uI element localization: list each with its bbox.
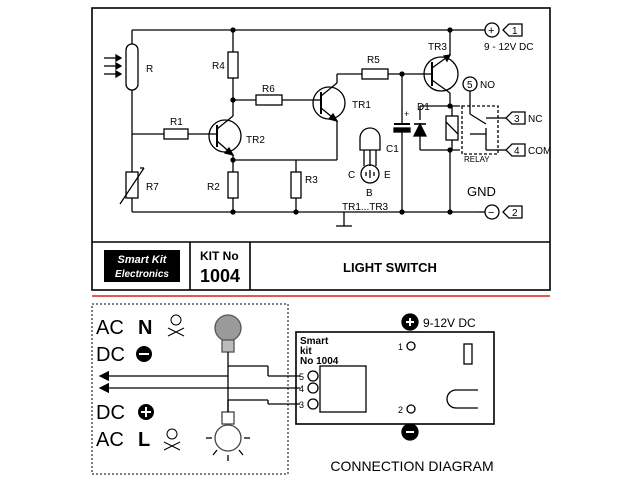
label-tr1: TR1	[352, 100, 371, 111]
label-tr2: TR2	[246, 135, 265, 146]
resistor-r3	[233, 159, 302, 212]
kit-number: 1004	[200, 266, 240, 286]
hazard-skull-icon-2	[163, 428, 181, 451]
terminal-3-label: NC	[528, 114, 542, 125]
label-r7: R7	[146, 182, 159, 193]
terminal-4-label: COM	[528, 146, 551, 157]
resistor-r6	[233, 94, 312, 106]
terminal-2-sign: −	[488, 207, 494, 219]
board-line3: No 1004	[300, 356, 339, 367]
transistor-tr1	[296, 74, 346, 161]
label-r6: R6	[262, 84, 275, 95]
ac-l-label: AC	[96, 429, 124, 451]
resistor-r5	[337, 68, 418, 80]
terminal-2-num: 2	[512, 208, 518, 219]
logo-top-text: Smart Kit	[118, 254, 168, 266]
terminal-5-num: 5	[467, 80, 473, 91]
pin-1: 1	[398, 342, 403, 352]
diode-d1	[412, 105, 460, 151]
ac-l-symbol: L	[138, 429, 150, 451]
label-r: R	[146, 64, 153, 75]
transistor-tr3	[418, 30, 459, 106]
dc-minus-label: DC	[96, 344, 125, 366]
resistor-r1	[132, 128, 206, 140]
label-tr3: TR3	[428, 42, 447, 53]
pin-2: 2	[398, 405, 403, 415]
terminal-4-num: 4	[514, 146, 520, 157]
label-c1-plus: +	[404, 109, 409, 119]
pin-3: 3	[299, 400, 304, 410]
connection-caption: CONNECTION DIAGRAM	[330, 458, 493, 474]
board-line1: Smart	[300, 336, 329, 347]
ldr-r	[104, 30, 139, 134]
terminal-1-sign: +	[488, 25, 494, 37]
terminal-1-label: 9 - 12V DC	[484, 42, 533, 53]
kit-label: KIT No	[200, 249, 239, 263]
label-r5: R5	[367, 55, 380, 66]
dc-plus-label: DC	[96, 402, 125, 424]
ac-n-symbol: N	[138, 317, 152, 339]
label-r1: R1	[170, 117, 183, 128]
terminal-5-label: NO	[480, 80, 495, 91]
pin-4: 4	[299, 384, 304, 394]
smart-kit-logo: Smart Kit Electronics	[104, 250, 180, 282]
supply-label: 9-12V DC	[423, 316, 476, 330]
schematic	[91, 7, 551, 291]
logo-bottom-text: Electronics	[115, 269, 169, 280]
label-r4: R4	[212, 61, 225, 72]
terminal-2-label: GND	[467, 184, 496, 199]
pinout-range: TR1...TR3	[342, 202, 389, 213]
relay-contacts	[461, 96, 500, 155]
dc-minus-symbol	[136, 346, 152, 362]
pinout-b: B	[366, 188, 373, 199]
lamp-top	[214, 314, 242, 353]
transistor-tr2	[206, 100, 242, 172]
label-relay: RELAY	[464, 155, 490, 164]
pinout-e: E	[384, 170, 391, 181]
transistor-pinout	[359, 127, 381, 184]
pin-5: 5	[299, 372, 304, 382]
label-r2: R2	[207, 182, 220, 193]
lamp-bottom	[206, 411, 250, 461]
pinout-c: C	[348, 170, 355, 181]
terminal-2	[484, 204, 523, 220]
hazard-skull-icon	[167, 314, 185, 337]
resistor-r7	[119, 134, 145, 212]
terminal-4	[505, 143, 526, 157]
label-c1: C1	[386, 144, 399, 155]
label-r3: R3	[305, 175, 318, 186]
terminal-3	[505, 111, 526, 125]
terminal-1-num: 1	[512, 26, 518, 37]
terminal-5	[462, 76, 478, 92]
label-d1: D1	[417, 102, 430, 113]
connection-diagram	[91, 303, 495, 475]
resistor-r2	[227, 171, 239, 212]
terminal-3-num: 3	[514, 114, 520, 125]
resistor-r4	[227, 30, 239, 100]
terminal-1	[484, 22, 523, 38]
dc-plus-symbol	[138, 404, 154, 420]
relay-coil	[445, 106, 459, 212]
diagram-title: LIGHT SWITCH	[343, 260, 437, 275]
board-line2: kit	[300, 346, 312, 357]
capacitor-c1	[393, 74, 411, 212]
ac-n-label: AC	[96, 317, 124, 339]
